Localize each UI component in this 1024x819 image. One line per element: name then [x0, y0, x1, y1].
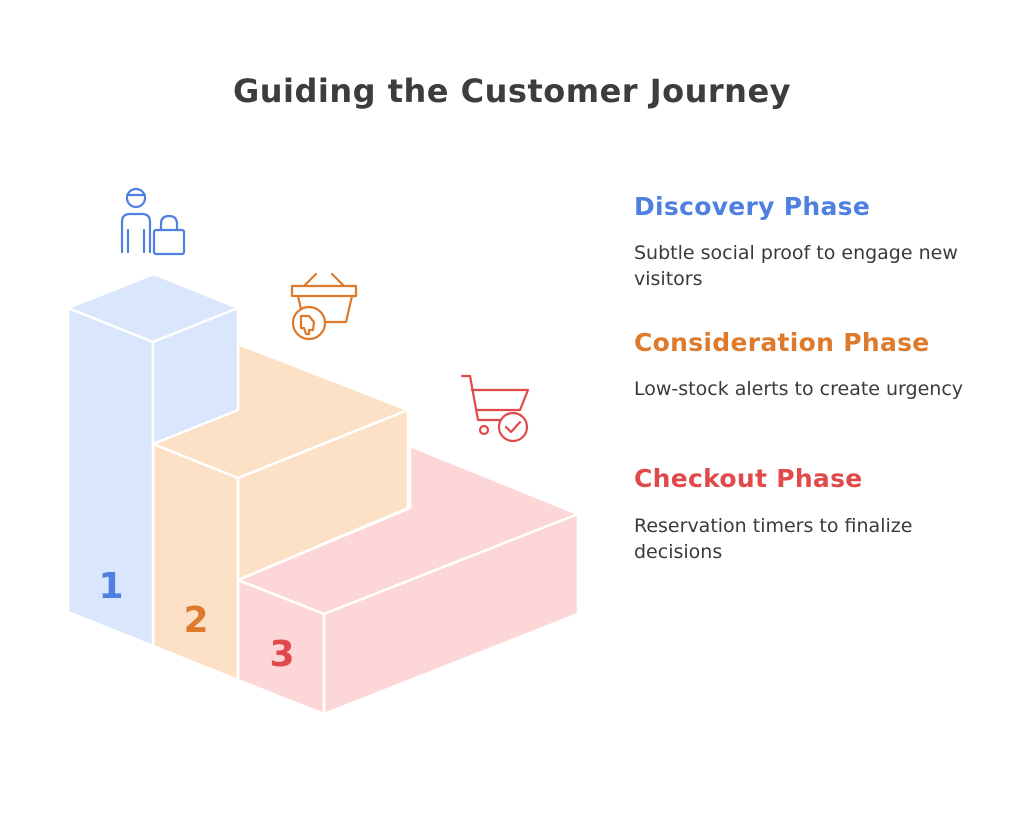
consideration-phase-description: Low-stock alerts to create urgency: [634, 378, 964, 400]
cart-check-icon: [460, 374, 530, 443]
step-1-block: [66, 272, 240, 648]
checkout-phase-title: Checkout Phase: [634, 464, 863, 493]
consideration-phase-title: Consideration Phase: [634, 328, 930, 357]
step-2-number: 2: [183, 600, 208, 641]
shopper-with-bag-icon: [120, 187, 186, 256]
step-3-block: [236, 444, 580, 716]
discovery-phase-title: Discovery Phase: [634, 192, 871, 221]
page-title: Guiding the Customer Journey: [233, 72, 791, 110]
basket-thumbs-down-icon: [290, 272, 358, 341]
step-1-number: 1: [98, 566, 123, 607]
checkout-phase-description: Reservation timers to finalize decisions: [634, 515, 913, 563]
step-3-number: 3: [269, 634, 294, 675]
discovery-phase-description: Subtle social proof to engage new visito…: [634, 242, 958, 290]
